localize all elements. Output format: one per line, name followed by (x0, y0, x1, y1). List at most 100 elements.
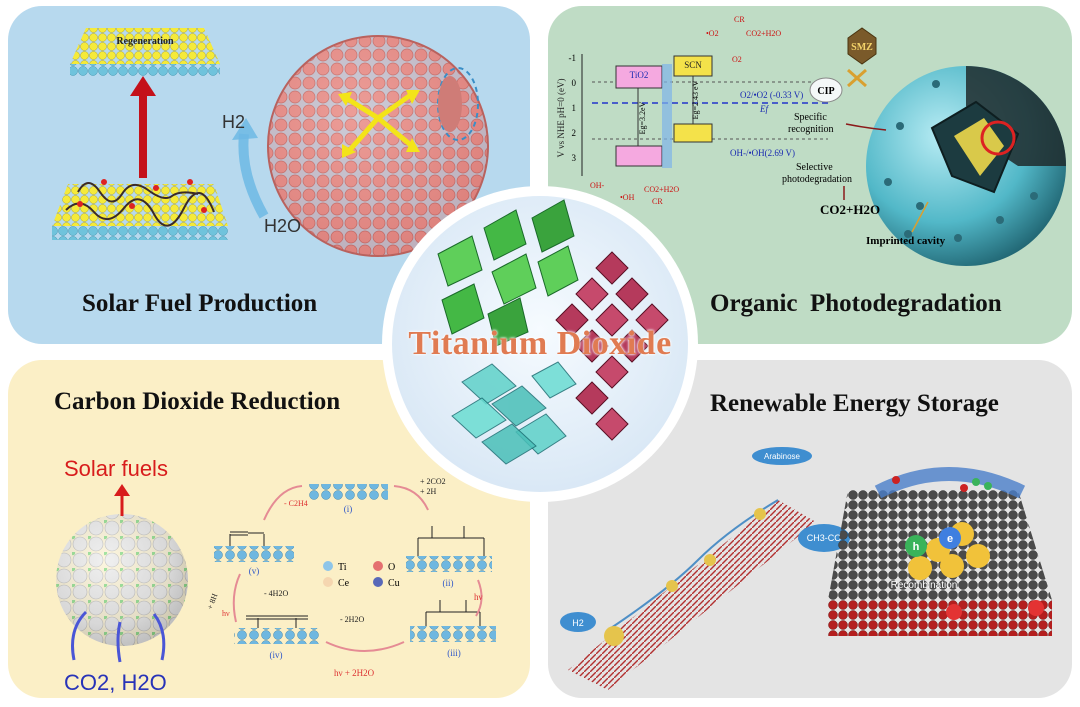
tick-0: -1 (569, 53, 577, 63)
ohm-label: OH- (590, 181, 605, 190)
cycle-arrows (232, 485, 483, 652)
step-i: (i) (344, 504, 353, 514)
recombination-label: Recombination (891, 580, 958, 591)
co2h2o-top: CO2+H2O (746, 29, 781, 38)
step-iv: (iv) (270, 650, 283, 660)
specific-label: Specific (794, 112, 827, 123)
panel-title-organic: Organic Photodegradation (710, 290, 1002, 317)
teal-octahedra (451, 361, 577, 465)
h2-label: H2 (222, 112, 245, 132)
diagonal-lattice (568, 500, 816, 690)
slab-iii (410, 626, 496, 642)
center-crystal-area (392, 196, 688, 492)
ef-label: Ef (759, 104, 769, 114)
regeneration-slab (70, 28, 220, 76)
recognition-label: recognition (788, 124, 834, 135)
o2-label: O2 (732, 55, 742, 64)
slab-i (308, 484, 388, 500)
solar-illustration: Regeneration (52, 28, 489, 257)
cip-label: CIP (817, 86, 834, 97)
hv-right: hν (474, 592, 483, 602)
hv-2h2o: hν + 2H2O (334, 668, 375, 678)
panel-title-solar: Solar Fuel Production (82, 290, 318, 317)
eg-tio2: Eg=3.2eV (638, 101, 647, 134)
maroon-octahedra (555, 251, 669, 441)
minus-2h2o: - 2H2O (340, 615, 364, 624)
smz-molecule: SMZ (847, 27, 877, 88)
scn-label: SCN (684, 60, 702, 70)
hv-left: hν (222, 609, 230, 618)
photodeg-label: photodegradation (782, 174, 852, 185)
h2-badge (560, 612, 596, 632)
cip-molecule: CIP (809, 77, 843, 103)
cr-bottom: CR (652, 197, 663, 206)
diol-molecule (425, 600, 481, 626)
photocatalyst-slab (828, 467, 1052, 636)
plus-2co2: + 2CO2 (420, 477, 446, 486)
o2-level-label: O2/•O2 (-0.33 V) (740, 90, 803, 100)
particle-4 (754, 508, 766, 520)
particle-1 (604, 626, 624, 646)
tio2-label: TiO2 (630, 70, 649, 80)
electron-label: e (947, 533, 953, 545)
slab-ii (406, 556, 492, 572)
minus-4h2o: - 4H2O (264, 589, 288, 598)
imprinted-sphere (866, 66, 1066, 266)
arabinose-badge (752, 447, 812, 465)
red-up-arrow (130, 76, 156, 178)
panel-solar-fuel: Regeneration (8, 6, 530, 344)
crystal-structures (437, 199, 669, 465)
cr-top: CR (734, 15, 745, 24)
legend-ce: Ce (338, 578, 350, 589)
green-octahedra (437, 199, 579, 347)
tick-1: 0 (572, 78, 577, 88)
catalyst-slab (52, 179, 228, 240)
step-iii: (iii) (447, 648, 461, 658)
atom-legend (323, 561, 383, 587)
h2o-label: H2O (264, 216, 301, 236)
blue-inflow-arrows (71, 610, 166, 663)
tick-3: 2 (572, 128, 577, 138)
particle-3 (704, 554, 716, 566)
panel-organic-photodegradation: V vs NHE pH=0 (eV) -1 0 1 2 3 TiO2 Eg=3.… (548, 6, 1072, 344)
step-ii: (ii) (443, 578, 454, 588)
ethylene-molecule (229, 531, 265, 546)
energy-storage-illustration: Arabinose CH3-CO H2 h e Recombination (560, 447, 1052, 690)
solar-fuels-label: Solar fuels (64, 456, 168, 481)
minus-c2h4: - C2H4 (284, 499, 308, 508)
cavity-label: Imprinted cavity (866, 235, 946, 247)
center-title: Titanium Dioxide (408, 325, 672, 362)
eg-scn: Eg=2.43 eV (691, 80, 700, 119)
ohrad-label: •OH (620, 193, 635, 202)
co2-reduction-illustration: Solar fuels CO2, H2O (i) (ii) (iii) (iv)… (56, 456, 496, 695)
molecule-path (607, 499, 779, 631)
co2h2o-label: CO2+H2O (820, 202, 880, 217)
particle-2 (666, 580, 678, 592)
slab-iv (234, 628, 320, 644)
plus-2h: + 2H (420, 487, 437, 496)
blue-curved-arrow (232, 118, 269, 219)
product-badge (798, 524, 850, 552)
photodegradation-illustration: V vs NHE pH=0 (eV) -1 0 1 2 3 TiO2 Eg=3.… (556, 15, 1066, 266)
panel-title-energy: Renewable Energy Storage (710, 390, 999, 417)
band-diagram: V vs NHE pH=0 (eV) -1 0 1 2 3 TiO2 Eg=3.… (556, 15, 828, 206)
legend-cu: Cu (388, 578, 400, 589)
legend-ti: Ti (338, 562, 347, 573)
product-label: CH3-CO (807, 533, 842, 543)
h2-label-energy: H2 (572, 618, 584, 628)
gray-nanosphere (56, 514, 188, 646)
co2h2o-bottom: CO2+H2O (644, 185, 679, 194)
plus-8h: + 8H (205, 592, 219, 611)
smz-label: SMZ (851, 42, 873, 53)
yellow-arrows (338, 90, 420, 158)
o2rad-label: •O2 (706, 29, 719, 38)
oh-level-label: OH-/•OH(2.69 V) (730, 148, 795, 158)
regeneration-label: Regeneration (116, 36, 174, 47)
oxalate-molecule (417, 526, 485, 556)
axis-label: V vs NHE pH=0 (eV) (556, 79, 566, 158)
red-outflow-arrow (114, 484, 130, 516)
nanosphere (267, 35, 489, 257)
panel-title-co2: Carbon Dioxide Reduction (54, 388, 341, 415)
step-v: (v) (249, 566, 260, 576)
arabinose-label: Arabinose (764, 452, 801, 461)
